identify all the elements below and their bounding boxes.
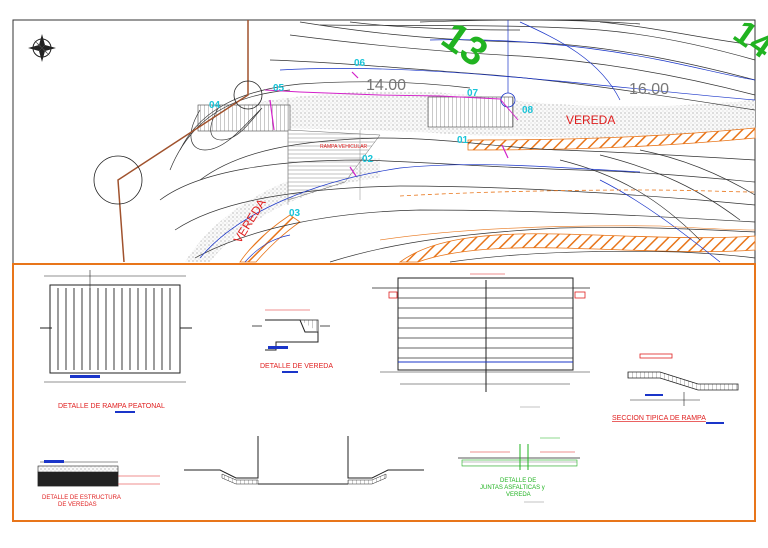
north-arrow-icon (28, 34, 56, 62)
point-07: 07 (467, 88, 479, 99)
detail-estructura-title-2: DE VEREDAS (58, 502, 97, 508)
point-04: 04 (209, 100, 221, 111)
rampa-label: RAMPA VEHICULAR (320, 144, 368, 150)
detail-seccion-rampa: SECCION TIPICA DE RAMPA (612, 353, 739, 424)
point-08: 08 (522, 105, 534, 116)
magenta-tick-c (501, 144, 509, 159)
curb-bottom (398, 233, 756, 263)
detail-seccion-rampa-title: SECCION TIPICA DE RAMPA (612, 415, 706, 422)
magenta-tick-a (269, 99, 275, 131)
detail-juntas: DETALLE DE JUNTAS ASFALTICAS y VEREDA (458, 437, 580, 503)
detail-rampa-peatonal: DETALLE DE RAMPA PEATONAL (40, 270, 192, 413)
detail-estructura: DETALLE DE ESTRUCTURA DE VEREDAS (37, 460, 160, 508)
vereda-label-right: VEREDA (566, 113, 615, 127)
orange-dashed-line (399, 189, 756, 197)
contour-label-16: 16.00 (629, 81, 669, 98)
detail-circle-left (93, 155, 143, 205)
point-02: 02 (362, 154, 374, 165)
magenta-tick-d (349, 166, 357, 177)
detail-juntas-title-3: VEREDA (506, 492, 531, 498)
contour-label-14: 14.00 (366, 77, 406, 94)
detail-vereda: DETALLE DE VEREDA (252, 309, 333, 373)
detail-estructura-title-1: DETALLE DE ESTRUCTURA (42, 495, 121, 501)
detail-section-grid (372, 273, 590, 408)
detail-vereda-title: DETALLE DE VEREDA (260, 363, 333, 370)
details-sheet: DETALLE DE RAMPA PEATONAL DETALLE DE VER… (12, 263, 756, 522)
point-05: 05 (273, 83, 285, 94)
magenta-tick-b (351, 71, 359, 79)
point-06: 06 (354, 58, 366, 69)
curb-left (239, 214, 301, 263)
detail-rampa-peatonal-title: DETALLE DE RAMPA PEATONAL (58, 403, 165, 410)
property-boundary (117, 20, 249, 263)
detail-circle-top (233, 80, 263, 110)
blue-contours (199, 21, 756, 263)
point-01: 01 (457, 135, 469, 146)
plan-view: 13 14 14.00 16.00 VEREDA VEREDA RAMPA VE… (12, 13, 768, 265)
magenta-profile (264, 89, 519, 121)
point-03: 03 (289, 208, 301, 219)
detail-juntas-title-2: JUNTAS ASFALTICAS y (480, 485, 545, 491)
orange-line (379, 225, 756, 241)
detail-juntas-title-1: DETALLE DE (500, 478, 536, 484)
hatched-ramp-right (427, 96, 514, 128)
detail-channel-section (184, 436, 424, 485)
